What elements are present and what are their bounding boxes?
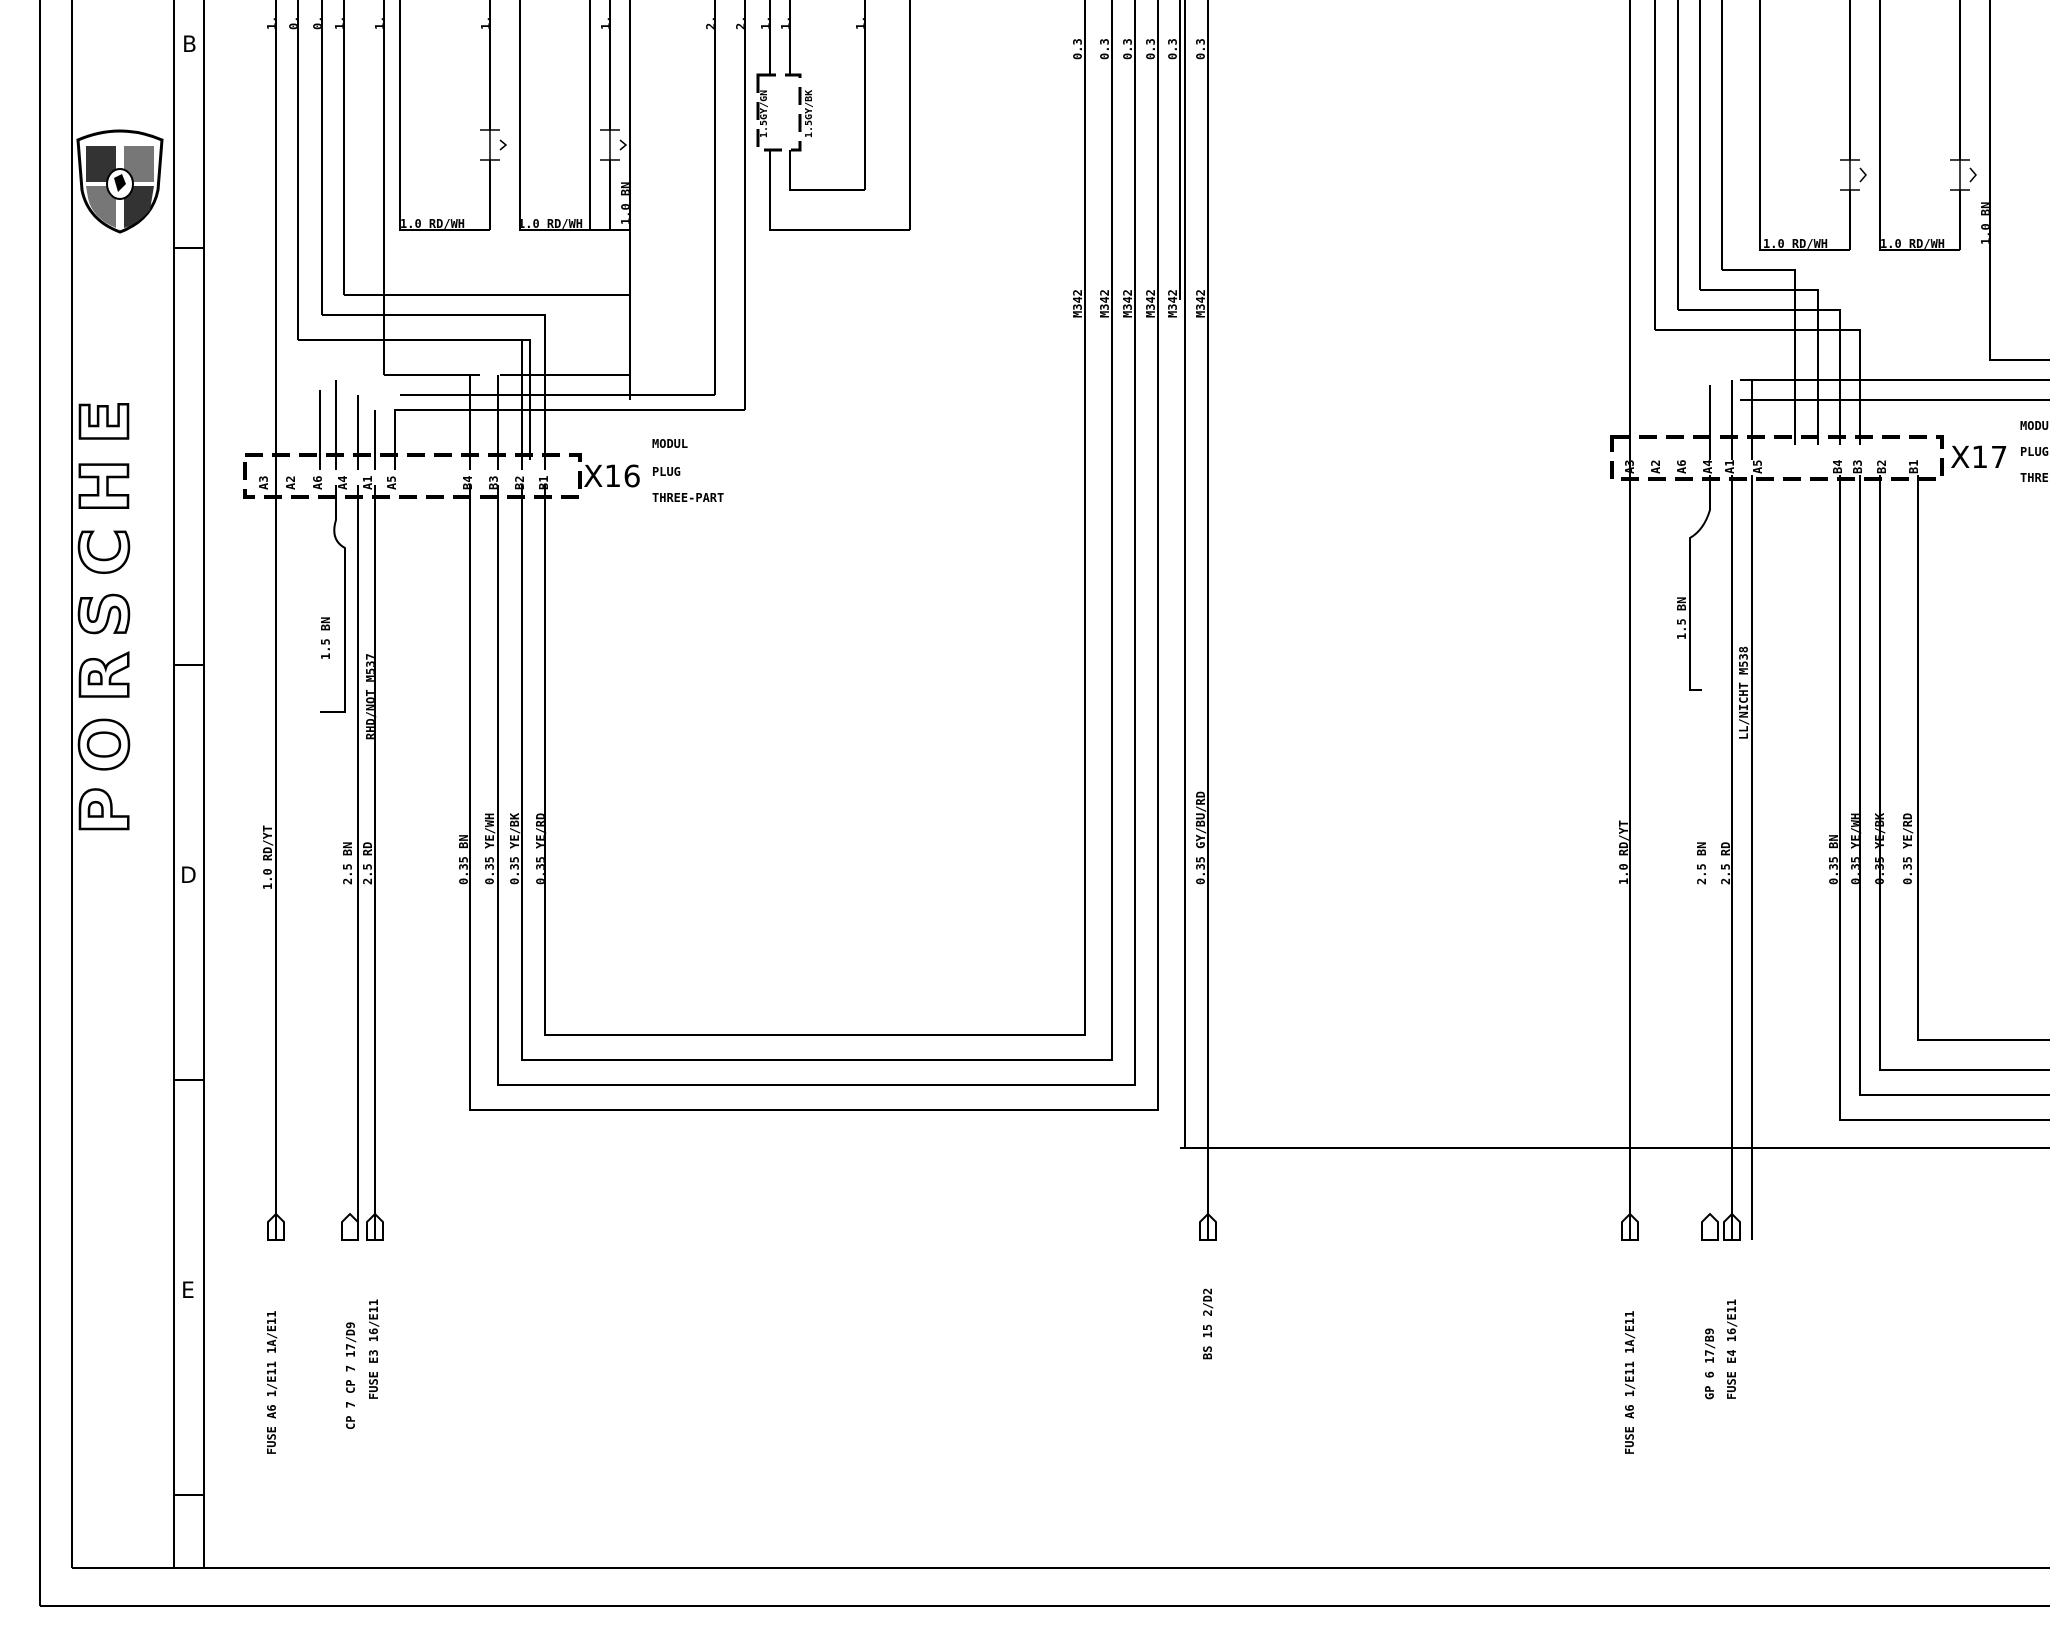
wire-label-partial: 0.3: [1194, 38, 1208, 60]
wire-label: 0.35 BN: [457, 834, 471, 885]
x16-desc-1: MODUL: [652, 437, 688, 451]
wire-label-m342: M342: [1194, 289, 1208, 318]
wire-label: 1.5 BN: [319, 617, 333, 660]
wire-label: 1.0 RD/WH: [1880, 237, 1945, 251]
x16-id: X16: [583, 460, 642, 495]
x16-desc-3: THREE-PART: [652, 491, 724, 505]
row-letter-d: D: [180, 864, 197, 889]
x16-pin-b4: B4: [461, 476, 475, 490]
x17-pin-b1: B1: [1907, 460, 1921, 474]
drawing-frame: [39, 0, 2050, 1607]
x17-desc-1: MODU: [2020, 419, 2049, 433]
wire-label-m342: M342: [1098, 289, 1112, 318]
wire-label: 1.5 BN: [1675, 597, 1689, 640]
wire-label-partial: 1.: [373, 16, 387, 30]
x17-pin-a2: A2: [1649, 460, 1663, 474]
terminal-label: CP 7 CP 7 17/D9: [344, 1322, 358, 1430]
wire-label-partial: 0.3: [1166, 38, 1180, 60]
x17-pin-a1: A1: [1723, 460, 1737, 474]
x17-pin-b3: B3: [1851, 460, 1865, 474]
x16-pin-b3: B3: [487, 476, 501, 490]
wire-label: 1.0 BN: [619, 182, 633, 225]
wire-label: 0.35 YE/WH: [1849, 813, 1863, 885]
x17-id: X17: [1950, 441, 2009, 476]
connector-x16: A3 A2 A6 A4 A1 A5 B4 B3 B2 B1 X16 MODUL …: [243, 437, 724, 505]
wire-label: 2.5 RD: [361, 842, 375, 885]
wire-label: 1.5GY/GN: [759, 90, 770, 138]
wire-label: 1.0 RD/WH: [1763, 237, 1828, 251]
wire-label: 1.0 RD/YT: [261, 825, 275, 890]
wire-label-partial: 1.: [333, 16, 347, 30]
wire-label-m342: M342: [1166, 289, 1180, 318]
wire-label-partial: 1.: [779, 16, 793, 30]
wires-left: [275, 0, 2050, 1240]
x17-pin-a5: A5: [1751, 460, 1765, 474]
x17-pin-b4: B4: [1831, 460, 1845, 474]
terminal-label: BS 15 2/D2: [1201, 1288, 1215, 1360]
wire-label-partial: 2.: [704, 16, 718, 30]
wire-label-m342: M342: [1071, 289, 1085, 318]
terminal-label: FUSE E3 16/E11: [367, 1299, 381, 1400]
x17-pin-b2: B2: [1875, 460, 1889, 474]
terminal-label: FUSE E4 16/E11: [1725, 1299, 1739, 1400]
x16-pin-a1: A1: [361, 476, 375, 490]
wire-label: LL/NICHT M538: [1737, 646, 1751, 740]
porsche-crest-icon: [76, 129, 164, 234]
wire-label: 1.0 BN: [1979, 202, 1993, 245]
terminal-label: GP 6 17/B9: [1703, 1328, 1717, 1400]
wire-label: 0.35 YE/BK: [1873, 812, 1887, 885]
wire-label-partial: 1.: [265, 16, 279, 30]
wire-label-m342: M342: [1121, 289, 1135, 318]
x16-pin-b2: B2: [513, 476, 527, 490]
wire-label: 1.0 RD/WH: [400, 217, 465, 231]
wire-label: 2.5 BN: [341, 842, 355, 885]
wire-label-partial: 1.: [759, 16, 773, 30]
x16-pin-a3: A3: [257, 476, 271, 490]
wire-label-partial: 0.3: [1144, 38, 1158, 60]
wire-label-partial: 0.: [287, 16, 301, 30]
wire-label-partial: 0.3: [1121, 38, 1135, 60]
wire-label: 0.35 YE/RD: [1901, 813, 1915, 885]
wire-label: 0.35 GY/BU/RD: [1194, 791, 1208, 885]
row-letter-e: E: [181, 1279, 195, 1304]
wire-label-partial: 1.: [479, 16, 493, 30]
wire-label-m342: M342: [1144, 289, 1158, 318]
wire-label-partial: 2.: [734, 16, 748, 30]
x16-pin-a5: A5: [385, 476, 399, 490]
terminal-label: FUSE A6 1/E11 1A/E11: [265, 1311, 279, 1456]
wire-label-partial: 1.: [854, 16, 868, 30]
x17-desc-2: PLUG: [2020, 445, 2049, 459]
wire-label: RHD/NOT M537: [364, 653, 378, 740]
x17-desc-3: THRE: [2020, 471, 2049, 485]
x16-pin-a2: A2: [284, 476, 298, 490]
wires-right: [1629, 0, 2050, 1240]
wire-label: 0.35 YE/WH: [483, 813, 497, 885]
terminal-label: FUSE A6 1/E11 1A/E11: [1623, 1311, 1637, 1456]
connector-x17: A3 A2 A6 A4 A1 A5 B4 B3 B2 B1 X17 MODU P…: [1610, 419, 2049, 485]
terminal-arrows: [267, 1212, 1741, 1241]
wire-label-partial: 1.: [599, 16, 613, 30]
x17-pin-a4: A4: [1701, 460, 1715, 474]
wire-label-partial: 0.: [311, 16, 325, 30]
x17-pin-a6: A6: [1675, 460, 1689, 474]
x16-pin-a4: A4: [336, 476, 350, 490]
x16-pin-b1: B1: [537, 476, 551, 490]
row-letter-b: B: [182, 33, 197, 58]
x16-pin-a6: A6: [311, 476, 325, 490]
wire-label: 0.35 YE/BK: [508, 812, 522, 885]
wire-label: 1.5GY/BK: [804, 90, 815, 138]
x17-pin-a3: A3: [1623, 460, 1637, 474]
wire-label: 2.5 RD: [1719, 842, 1733, 885]
x16-desc-2: PLUG: [652, 465, 681, 479]
wire-label: 1.0 RD/WH: [518, 217, 583, 231]
wire-label: 1.0 RD/YT: [1617, 820, 1631, 885]
wire-label-partial: 0.3: [1098, 38, 1112, 60]
wire-label: 2.5 BN: [1695, 842, 1709, 885]
wire-label-partial: 0.3: [1071, 38, 1085, 60]
wire-label: 0.35 BN: [1827, 834, 1841, 885]
brand-logo-text: PORSCHE: [67, 385, 144, 835]
wire-label: 0.35 YE/RD: [534, 813, 548, 885]
